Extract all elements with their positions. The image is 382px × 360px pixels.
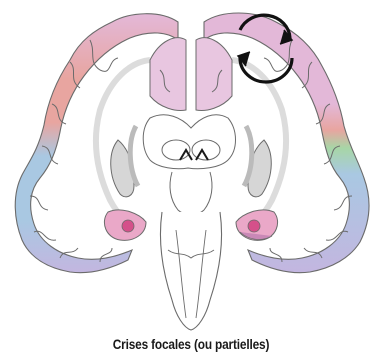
limbic-hippocampus-right <box>236 210 278 240</box>
deep-brain-structures <box>111 115 272 215</box>
limbic-hippocampus-left <box>104 210 146 240</box>
figure-caption: Crises focales (ou partielles) <box>23 337 359 352</box>
brainstem <box>160 212 221 330</box>
brain-coronal-section-diagram <box>0 0 382 332</box>
medial-frontal-region <box>150 38 232 111</box>
